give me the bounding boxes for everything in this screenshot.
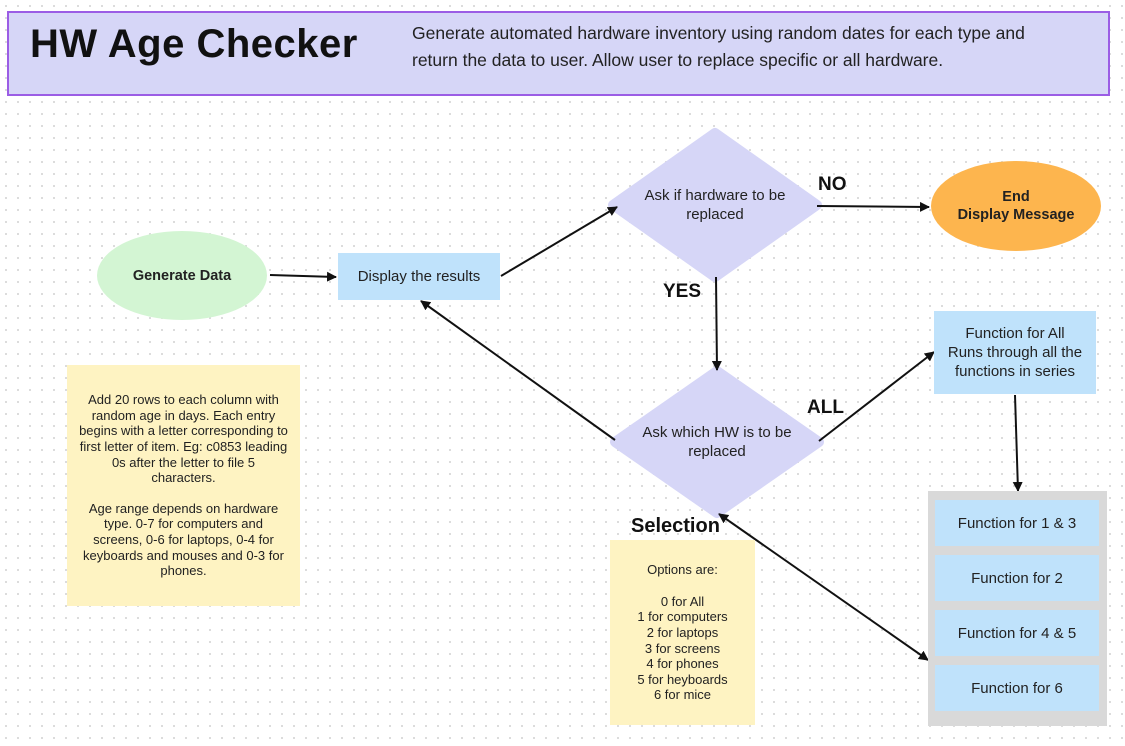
arrow-yes-to-ask-which	[711, 276, 722, 371]
arrow-all-to-function-all	[818, 351, 935, 442]
decision-ask-which: Ask which HW is to be replaced	[642, 417, 792, 467]
decision-ask-replace: Ask if hardware to be replaced	[640, 180, 790, 230]
edge-label-no: NO	[818, 174, 847, 195]
note-data-rules-para2: Age range depends on hardware type. 0-7 …	[83, 500, 284, 579]
arrow-selection-to-group	[728, 520, 929, 661]
start-generate-data-label: Generate Data	[132, 267, 232, 284]
process-function-6: Function for 6	[935, 665, 1099, 711]
process-function-all: Function for All Runs through all the fu…	[934, 311, 1096, 394]
end-display-message: End Display Message	[931, 161, 1101, 251]
note-options-item: 1 for computers	[637, 609, 728, 625]
note-options-heading: Options are:	[647, 562, 718, 578]
process-display-results: Display the results	[338, 253, 500, 300]
decision-ask-which-shape	[610, 366, 824, 518]
page-subtitle: Generate automated hardware inventory us…	[412, 23, 1025, 70]
note-options: Options are: 0 for All 1 for computers 2…	[610, 540, 755, 725]
edge-label-yes: YES	[663, 281, 702, 302]
arrow-ask-which-to-display	[420, 300, 616, 441]
process-function-all-label: Function for All Runs through all the fu…	[947, 325, 1083, 380]
note-options-item: 2 for laptops	[646, 624, 719, 640]
note-options-item: 4 for phones	[646, 656, 719, 672]
end-display-message-label: End Display Message	[957, 189, 1075, 223]
process-function-1-3: Function for 1 & 3	[935, 500, 1099, 546]
note-data-rules-para1: Add 20 rows to each column with random a…	[79, 392, 288, 486]
arrow-selection-to-ask-which	[718, 513, 730, 524]
start-generate-data: Generate Data	[97, 231, 267, 320]
arrow-no-to-end	[816, 201, 930, 212]
process-function-4-5-label: Function for 4 & 5	[957, 624, 1077, 642]
page-title: HW Age Checker	[30, 22, 358, 66]
note-options-item: 6 for mice	[653, 687, 712, 703]
process-function-2-label: Function for 2	[971, 569, 1063, 587]
arrow-display-to-ask-replace	[500, 206, 618, 277]
decision-ask-which-label: Ask which HW is to be replaced	[642, 424, 792, 460]
note-options-item: 0 for All	[660, 593, 705, 609]
note-options-item: 3 for screens	[644, 640, 721, 656]
note-options-item: 5 for heyboards	[637, 671, 728, 687]
process-function-2: Function for 2	[935, 555, 1099, 601]
edge-label-selection: Selection	[631, 515, 720, 537]
header-banner	[7, 11, 1110, 96]
arrow-generate-to-display	[269, 271, 337, 282]
decision-ask-replace-shape	[608, 128, 822, 282]
note-data-rules: Add 20 rows to each column with random a…	[67, 365, 300, 606]
process-function-6-label: Function for 6	[971, 679, 1063, 697]
process-function-1-3-label: Function for 1 & 3	[957, 514, 1077, 532]
process-display-results-label: Display the results	[357, 268, 481, 285]
decision-ask-replace-label: Ask if hardware to be replaced	[644, 187, 786, 223]
process-function-4-5: Function for 4 & 5	[935, 610, 1099, 656]
arrow-function-all-to-group	[1012, 394, 1023, 492]
edge-label-all: ALL	[807, 397, 844, 418]
